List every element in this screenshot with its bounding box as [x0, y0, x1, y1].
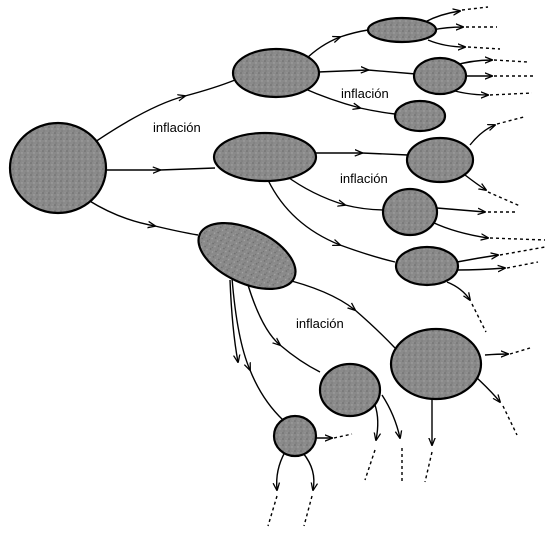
edge-mid-a — [316, 153, 409, 155]
bubble-middle — [212, 131, 318, 183]
edge-big-a — [484, 354, 508, 355]
bubble-big-lower — [389, 327, 483, 401]
edge-upper-b — [317, 70, 417, 75]
bubble-right-4 — [394, 245, 460, 287]
bubble-small-right — [393, 99, 447, 133]
edge-right4-a — [456, 255, 498, 263]
edge-right2-a — [469, 125, 495, 146]
edge-bottom-b — [277, 451, 286, 490]
edge-medlow-a — [375, 404, 378, 440]
dash-medlow-a — [364, 449, 376, 481]
bubble-right-1 — [412, 56, 468, 96]
bubble-right-2 — [405, 136, 475, 184]
label-inflation-4: inflación — [296, 316, 344, 331]
bubble-root — [8, 121, 108, 215]
label-inflation-2: inflación — [341, 86, 389, 101]
bubble-top-small — [366, 16, 438, 44]
edge-mid-b — [284, 174, 386, 211]
dash-top-c — [467, 46, 501, 50]
edge-right4-b — [456, 268, 505, 270]
edge-big-b — [476, 377, 500, 402]
dash-right2-b — [487, 191, 521, 207]
edge-top-c — [427, 39, 465, 47]
edge-top-a — [424, 11, 460, 23]
edge-low-c — [279, 277, 396, 349]
bubble-lower-left — [197, 222, 297, 290]
dash-bottom-c — [303, 495, 313, 527]
dash-bottom-a — [333, 433, 353, 439]
dash-right4-b — [506, 261, 539, 269]
edges — [87, 6, 546, 527]
dash-right2-a — [496, 116, 525, 125]
dash-right3-b — [489, 237, 546, 241]
edge-medlow-b — [381, 394, 400, 438]
edge-right3-a — [436, 207, 485, 212]
bubble-bottom-small — [272, 414, 318, 458]
edge-right4-c — [446, 281, 470, 300]
dash-right1-a — [493, 59, 529, 63]
dash-top-a — [461, 6, 489, 11]
dash-right4-a — [499, 246, 546, 256]
edge-root-middle — [103, 168, 216, 170]
edge-right2-b — [464, 174, 486, 190]
dash-right1-c — [489, 92, 533, 96]
label-inflation-1: inflación — [153, 120, 201, 135]
labels: inflación inflación inflación inflación — [153, 86, 389, 331]
edge-root-upper — [94, 79, 236, 143]
edge-mid-c — [267, 179, 396, 263]
edge-root-lower — [87, 199, 199, 236]
dash-big-c — [424, 451, 433, 483]
bubble-upper — [231, 47, 321, 99]
edge-low-d — [229, 279, 238, 362]
bubbles — [8, 16, 483, 458]
dash-bottom-b — [267, 495, 278, 527]
edge-low-a — [231, 277, 284, 421]
dash-big-a — [509, 347, 531, 355]
dash-right4-c — [471, 303, 487, 333]
edge-low-b — [247, 284, 321, 373]
label-inflation-3: inflación — [340, 171, 388, 186]
edge-upper-a — [304, 29, 369, 61]
bubble-medium-lower — [318, 362, 382, 418]
edge-right3-b — [431, 221, 488, 238]
edge-bottom-c — [302, 452, 314, 490]
edge-upper-c — [302, 87, 396, 115]
bubble-right-3 — [381, 187, 439, 237]
dash-big-b — [502, 405, 518, 436]
